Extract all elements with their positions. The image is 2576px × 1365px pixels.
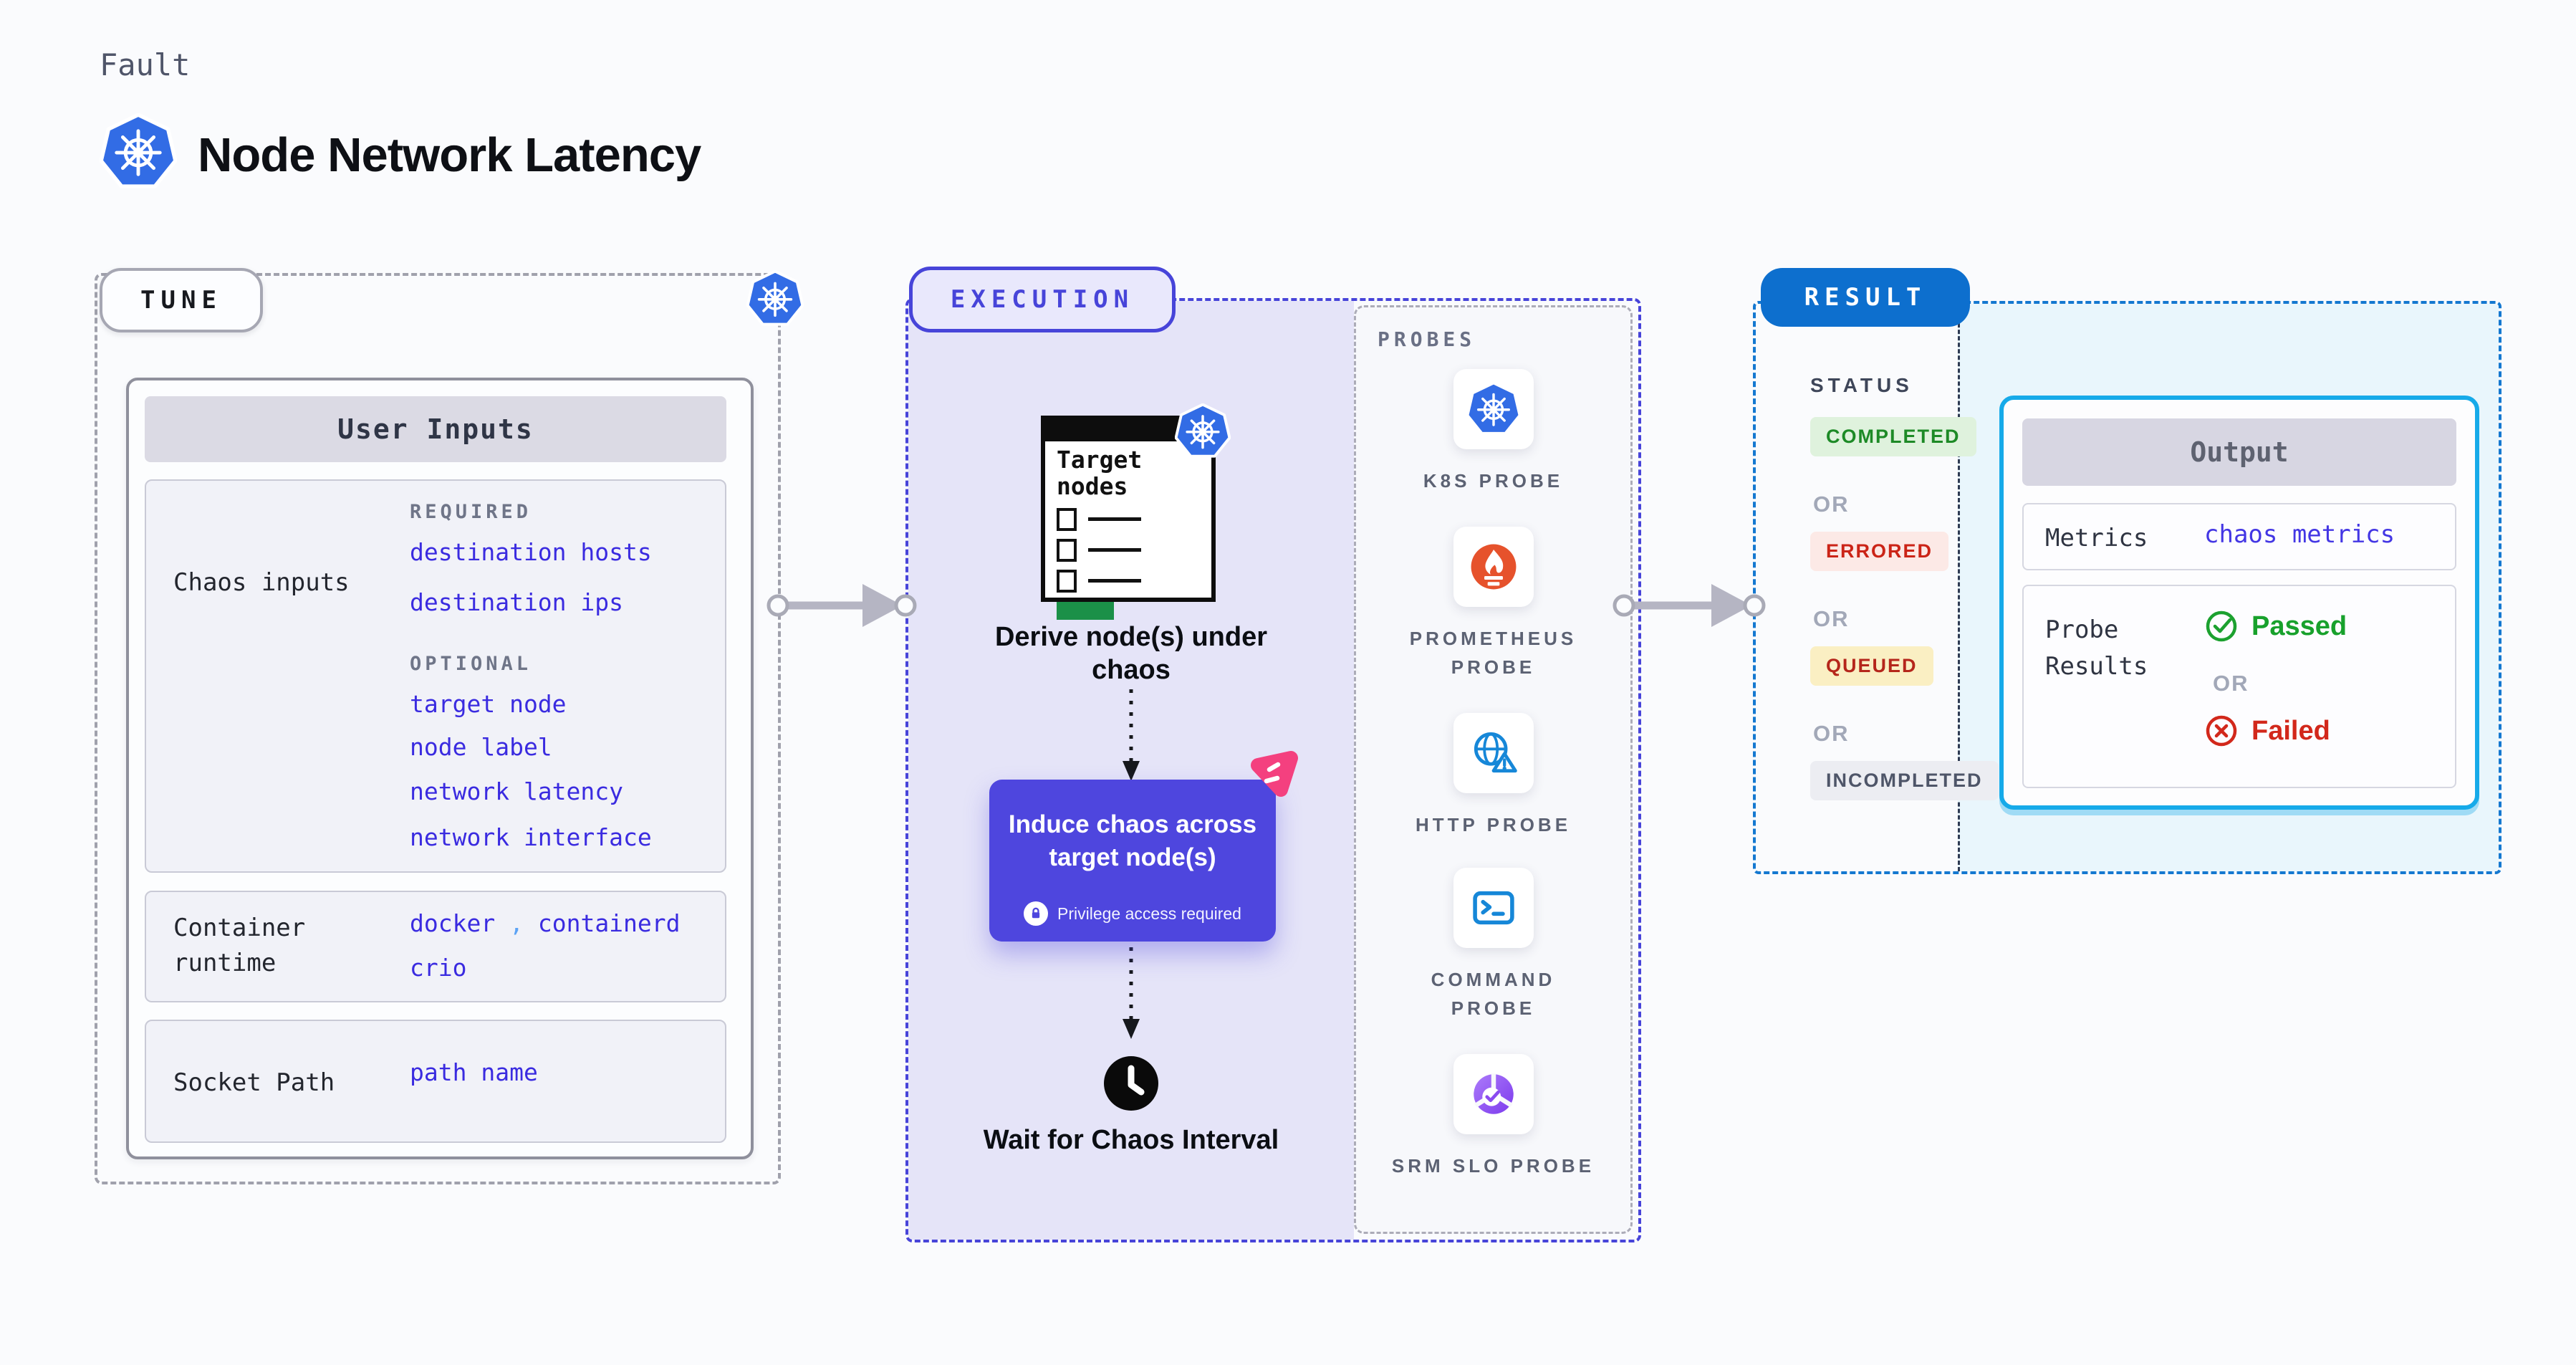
induce-chaos-box: Induce chaos across target node(s) Privi… xyxy=(989,780,1276,942)
or-label: OR xyxy=(1813,606,1850,631)
line-icon xyxy=(1088,579,1141,583)
lock-icon xyxy=(1024,901,1049,926)
status-badge-queued: QUEUED xyxy=(1810,646,1933,686)
kubernetes-icon xyxy=(100,112,177,192)
socket-path-row: Socket Path path name xyxy=(145,1020,726,1143)
probe-label: HTTP PROBE xyxy=(1415,814,1572,835)
privilege-note: Privilege access required xyxy=(1057,904,1241,923)
kubernetes-icon xyxy=(1175,403,1231,460)
status-badge-completed: COMPLETED xyxy=(1810,417,1976,456)
container-runtime-label: Container runtime xyxy=(173,914,306,978)
input-link-node-label[interactable]: node label xyxy=(410,733,552,761)
probe-label: K8S PROBE xyxy=(1423,470,1564,492)
result-section: STATUS COMPLETED OR ERRORED OR QUEUED OR… xyxy=(1753,301,2501,874)
kubernetes-icon xyxy=(1453,369,1534,449)
probe-item-http: HTTP PROBE xyxy=(1356,713,1630,839)
execution-flow-area: Target nodes Derive node(s) under chaos … xyxy=(908,301,1354,1240)
clock-icon xyxy=(1104,1056,1158,1111)
induce-chaos-text: Induce chaos across target node(s) xyxy=(1008,810,1257,871)
chaos-badge-icon xyxy=(1251,751,1298,797)
optional-heading: OPTIONAL xyxy=(410,653,532,675)
probe-results-label: Probe Results xyxy=(2045,616,2148,681)
fault-kicker: Fault xyxy=(100,47,191,82)
or-label: OR xyxy=(1813,721,1850,746)
input-link-network-latency[interactable]: network latency xyxy=(410,777,624,805)
tune-section xyxy=(95,273,781,1184)
wait-step-text: Wait for Chaos Interval xyxy=(983,1125,1279,1155)
status-heading: STATUS xyxy=(1810,374,1913,396)
probe-label: SRM SLO PROBE xyxy=(1391,1155,1595,1177)
checklist-row xyxy=(1057,569,1200,593)
status-badge-errored: ERRORED xyxy=(1810,532,1949,571)
input-link-network-interface[interactable]: network interface xyxy=(410,823,652,851)
checklist-row xyxy=(1057,538,1200,562)
checklist-row xyxy=(1057,507,1200,531)
derive-step-text: Derive node(s) under chaos xyxy=(994,622,1268,686)
metrics-row: Metrics chaos metrics xyxy=(2022,503,2456,570)
flow-arrow-down-icon xyxy=(1123,689,1140,781)
required-heading: REQUIRED xyxy=(410,501,532,523)
probe-item-srm-slo: SRM SLO PROBE xyxy=(1356,1054,1630,1180)
result-stage-pill: RESULT xyxy=(1761,268,1970,327)
passed-label: Passed xyxy=(2251,610,2347,641)
user-inputs-title: User Inputs xyxy=(145,396,726,462)
page-title: Node Network Latency xyxy=(198,128,701,182)
status-badge-incompleted: INCOMPLETED xyxy=(1810,761,1999,800)
input-link-destination-hosts[interactable]: destination hosts xyxy=(410,538,652,566)
input-link-target-node[interactable]: target node xyxy=(410,690,567,718)
line-icon xyxy=(1088,548,1141,552)
chaos-inputs-row: Chaos inputs REQUIRED destination hosts … xyxy=(145,479,726,873)
probe-results-row: Probe Results Passed OR Failed xyxy=(2022,585,2456,788)
probe-label: COMMAND PROBE xyxy=(1431,969,1556,1020)
or-label: OR xyxy=(2213,671,2249,696)
checkbox-icon xyxy=(1057,538,1077,562)
probe-item-prometheus: PROMETHEUS PROBE xyxy=(1356,527,1630,682)
failed-label: Failed xyxy=(2251,715,2330,746)
container-runtime-row: Container runtime docker , containerd cr… xyxy=(145,891,726,1002)
runtime-value-crio[interactable]: crio xyxy=(410,954,467,982)
output-card: Output Metrics chaos metrics Probe Resul… xyxy=(1999,396,2479,810)
slo-gauge-icon xyxy=(1453,1054,1534,1134)
tune-stage-pill: TUNE xyxy=(100,268,263,332)
execution-to-result-arrow xyxy=(1613,584,1766,627)
progress-bar-icon xyxy=(1057,601,1114,620)
socket-path-label: Socket Path xyxy=(173,1068,335,1097)
checkbox-icon xyxy=(1057,569,1077,593)
checkbox-icon xyxy=(1057,507,1077,531)
socket-path-value[interactable]: path name xyxy=(410,1058,538,1086)
metrics-label: Metrics xyxy=(2045,524,2148,552)
metrics-value-link[interactable]: chaos metrics xyxy=(2204,520,2395,549)
flow-arrow-down-icon xyxy=(1123,947,1140,1039)
probe-item-k8s: K8S PROBE xyxy=(1356,369,1630,495)
document-title: Target nodes xyxy=(1057,446,1143,500)
input-link-destination-ips[interactable]: destination ips xyxy=(410,588,624,616)
line-icon xyxy=(1088,517,1141,522)
check-circle-icon xyxy=(2206,610,2237,642)
tune-to-execution-arrow xyxy=(766,584,917,627)
probes-panel: PROBES K8S PROBE PROMETHEUS PROBE xyxy=(1354,305,1633,1234)
execution-stage-pill: EXECUTION xyxy=(909,267,1176,332)
runtime-values-line1[interactable]: docker , containerd xyxy=(410,909,681,937)
probes-heading: PROBES xyxy=(1378,327,1476,351)
terminal-icon xyxy=(1453,868,1534,948)
user-inputs-card: User Inputs Chaos inputs REQUIRED destin… xyxy=(126,378,754,1159)
prometheus-icon xyxy=(1453,527,1534,607)
chaos-inputs-label: Chaos inputs xyxy=(173,568,350,597)
probe-label: PROMETHEUS PROBE xyxy=(1409,628,1577,679)
execution-section: Target nodes Derive node(s) under chaos … xyxy=(905,298,1641,1242)
output-title: Output xyxy=(2022,418,2456,486)
kubernetes-icon xyxy=(746,269,804,328)
probe-item-command: COMMAND PROBE xyxy=(1356,868,1630,1023)
or-label: OR xyxy=(1813,492,1850,517)
http-globe-icon xyxy=(1453,713,1534,793)
x-circle-icon xyxy=(2206,715,2237,747)
